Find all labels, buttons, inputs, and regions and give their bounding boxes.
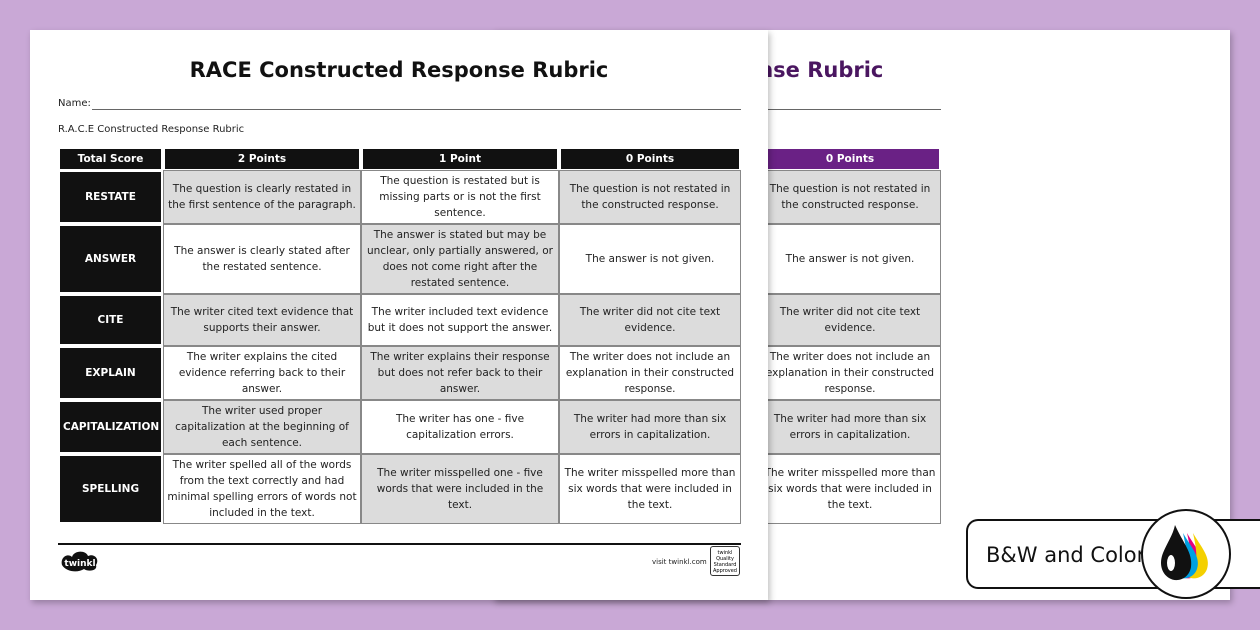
rubric-table: Total Score 2 Points 1 Point 0 Points RE… (58, 147, 741, 524)
rubric-cell-c2: The writer spelled all of the words from… (163, 454, 361, 524)
rubric-cell-c0: The writer misspelled more than six word… (759, 454, 941, 524)
header-1-point: 1 Point (361, 147, 559, 170)
name-line (92, 109, 741, 110)
rubric-cell-c1: The question is restated but is missing … (361, 170, 559, 224)
svg-text:twinkl: twinkl (64, 559, 95, 569)
rubric-cell-c2: The answer is clearly stated after the r… (163, 224, 361, 294)
header-total-score: Total Score (58, 147, 163, 170)
rubric-cell-c0: The question is not restated in the cons… (759, 170, 941, 224)
rubric-cell-c1: The writer explains their response but d… (361, 346, 559, 400)
rubric-cell-c0: The writer had more than six errors in c… (759, 400, 941, 454)
rubric-cell-c0: The writer does not include an explanati… (559, 346, 741, 400)
rubric-cell-c1: The answer is stated but may be unclear,… (361, 224, 559, 294)
row-label: CAPITALIZATION (58, 400, 163, 454)
name-row: Name: (58, 98, 741, 112)
rubric-cell-c0: The writer misspelled more than six word… (559, 454, 741, 524)
rubric-cell-c0: The answer is not given. (759, 224, 941, 294)
row-label: EXPLAIN (58, 346, 163, 400)
rubric-cell-c2: The writer cited text evidence that supp… (163, 294, 361, 346)
rubric-cell-c0: The writer had more than six errors in c… (559, 400, 741, 454)
bw-version-page: RACE Constructed Response Rubric Name: R… (30, 30, 768, 600)
rubric-cell-c0: The answer is not given. (559, 224, 741, 294)
rubric-cell-c2: The writer explains the cited evidence r… (163, 346, 361, 400)
name-label: Name: (58, 98, 91, 109)
row-label: RESTATE (58, 170, 163, 224)
rubric-cell-c0: The writer did not cite text evidence. (559, 294, 741, 346)
callout-icon-circle (1141, 509, 1231, 599)
row-label: SPELLING (58, 454, 163, 524)
header-2-points: 2 Points (163, 147, 361, 170)
twinkl-logo-icon: twinkl (61, 551, 98, 572)
header-0-points: 0 Points (559, 147, 741, 170)
rubric-cell-c0: The writer does not include an explanati… (759, 346, 941, 400)
quality-badge-icon: twinkl Quality Standard Approved (710, 546, 740, 576)
ink-drops-icon (1161, 525, 1208, 581)
row-label: ANSWER (58, 224, 163, 294)
page-title: RACE Constructed Response Rubric (189, 58, 609, 82)
row-label: CITE (58, 294, 163, 346)
footer-visit-text: visit twinkl.com (652, 558, 707, 566)
header-0-points: 0 Points (759, 147, 941, 170)
rubric-cell-c0: The writer did not cite text evidence. (759, 294, 941, 346)
footer-divider (58, 543, 741, 545)
badge-text: twinkl Quality Standard Approved (713, 550, 737, 574)
rubric-subtitle: R.A.C.E Constructed Response Rubric (58, 124, 245, 135)
rubric-cell-c1: The writer included text evidence but it… (361, 294, 559, 346)
rubric-cell-c1: The writer has one - five capitalization… (361, 400, 559, 454)
rubric-cell-c0: The question is not restated in the cons… (559, 170, 741, 224)
rubric-cell-c1: The writer misspelled one - five words t… (361, 454, 559, 524)
rubric-cell-c2: The question is clearly restated in the … (163, 170, 361, 224)
rubric-cell-c2: The writer used proper capitalization at… (163, 400, 361, 454)
callout-label: B&W and Color (986, 543, 1146, 567)
